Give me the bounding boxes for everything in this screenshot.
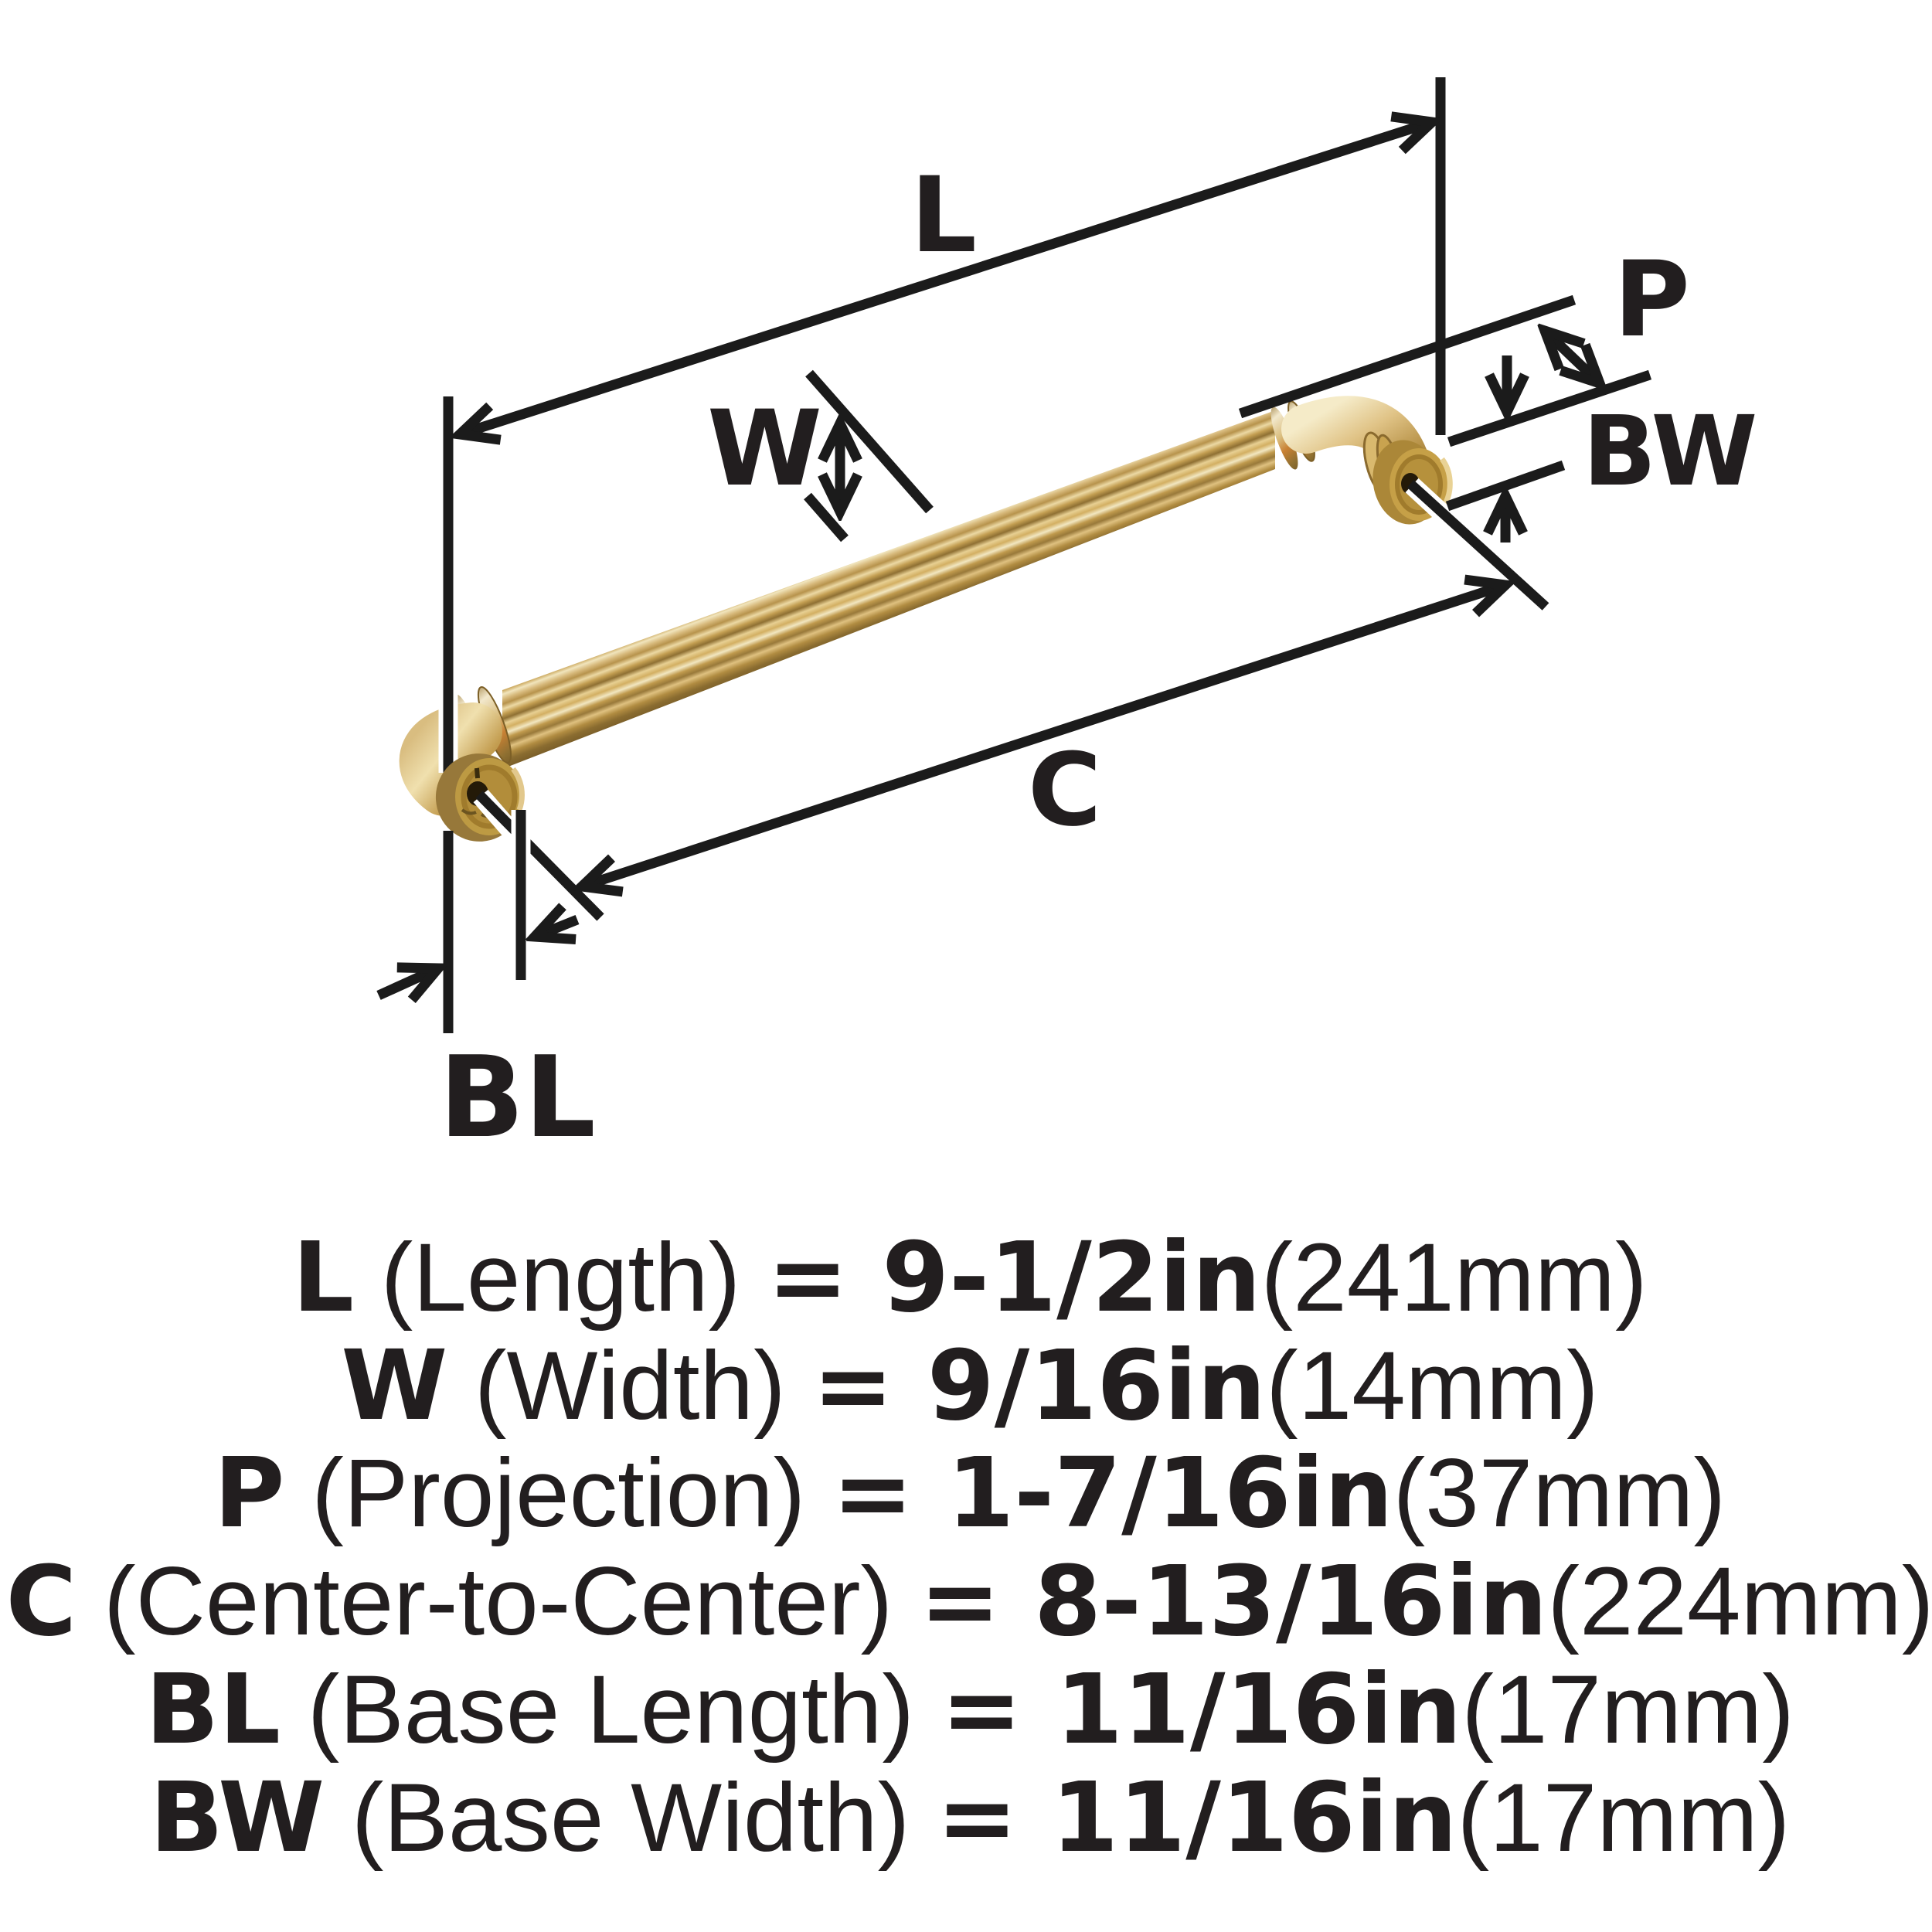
spec-line-P: P (Projection) = 1-7/16in(37mm) — [214, 1437, 1726, 1549]
left-keyway-notch — [474, 767, 480, 779]
spec-line-BW: BW (Base Width) = 11/16in(17mm) — [150, 1762, 1790, 1874]
spec-text-block: L (Length) = 9-1/2in(241mm) W (Width) = … — [6, 1222, 1932, 1874]
dim-extension-W-upper — [805, 369, 934, 514]
dim-arrow-P — [1545, 331, 1600, 383]
dim-extension-P-lower — [1447, 369, 1652, 447]
label-W: W — [707, 388, 822, 509]
spec-line-W: W (Width) = 9/16in(14mm) — [341, 1330, 1598, 1442]
dim-extension-P-upper — [1238, 294, 1577, 419]
spec-line-BL: BL (Base Length) = 11/16in(17mm) — [145, 1654, 1794, 1766]
label-C: C — [1028, 731, 1101, 849]
dim-extension-C-left-slash — [473, 789, 604, 921]
dimension-lines — [376, 77, 1652, 1033]
dim-line-L — [460, 122, 1432, 434]
spec-line-L: L (Length) = 9-1/2in(241mm) — [292, 1222, 1647, 1334]
label-L: L — [910, 155, 977, 276]
label-BW: BW — [1583, 396, 1757, 508]
dim-line-C — [582, 585, 1505, 886]
diagram-labels: L W P BW C BL — [439, 155, 1757, 1163]
dim-extension-C-right-slash — [1405, 478, 1549, 611]
label-BL: BL — [439, 1032, 596, 1163]
dim-extension-BW-lower — [1445, 460, 1566, 512]
dim-arrow-BL-left — [376, 968, 438, 995]
spec-line-C: C (Center-to-Center) = 8-13/16in(224mm) — [6, 1546, 1932, 1658]
label-P: P — [1614, 239, 1690, 360]
dim-arrow-BL-right — [535, 920, 580, 937]
cabinet-pull-illustration — [399, 396, 1431, 816]
pull-left-elbow — [399, 702, 502, 816]
